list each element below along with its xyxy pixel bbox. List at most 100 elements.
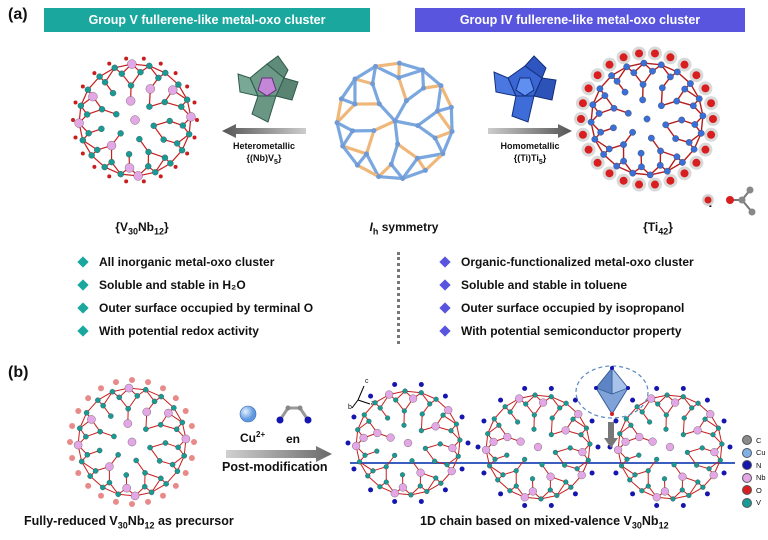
cluster-atom: [614, 445, 623, 454]
homometallic-label: Homometallic {(Ti)Ti5}: [488, 140, 572, 169]
cluster-atom: [97, 428, 103, 435]
cage-edge: [370, 82, 381, 106]
cluster-atom: [515, 394, 524, 403]
cluster-atom: [145, 84, 155, 94]
cluster-atom: [647, 394, 656, 403]
cage-edge: [396, 142, 420, 160]
cluster-atom: [94, 146, 101, 154]
cluster-atom: [424, 488, 430, 495]
cage-vertex: [395, 141, 401, 147]
cluster-atom: [173, 140, 181, 147]
terminal-atom: [107, 61, 112, 66]
cluster-atom: [706, 410, 715, 419]
cluster-bond: [97, 391, 113, 401]
cluster-atom: [485, 431, 491, 437]
cluster-atom: [95, 397, 101, 403]
terminal-atom: [578, 130, 587, 139]
cluster-atom: [408, 492, 414, 498]
group-iv-feature: With potential semiconductor property: [438, 319, 694, 342]
atom-legend: C Cu N Nb O V: [742, 434, 766, 509]
cluster-atom: [673, 153, 681, 161]
cluster-atom: [709, 471, 718, 480]
cage-edge: [421, 83, 443, 90]
terminal-atom: [498, 397, 504, 403]
terminal-atom: [160, 385, 166, 392]
cluster-bond: [457, 440, 461, 457]
cluster-atom: [123, 472, 130, 478]
cluster-atom: [117, 171, 124, 178]
cluster-atom: [601, 92, 609, 99]
cluster-atom: [686, 492, 692, 499]
terminal-atom: [704, 491, 710, 497]
terminal-atom: [141, 179, 146, 184]
cluster-atom: [710, 432, 716, 438]
cluster-atom: [585, 457, 591, 463]
cluster-atom: [658, 102, 665, 110]
terminal-atom: [666, 176, 675, 185]
crystal-axes-icon: [351, 385, 371, 409]
terminal-atom: [630, 491, 636, 497]
cluster-atom: [158, 393, 164, 400]
cluster-atom: [548, 432, 554, 438]
terminal-atom: [71, 118, 75, 122]
terminal-atom: [158, 174, 163, 179]
cluster-atom: [699, 112, 707, 120]
cage-edge: [449, 105, 454, 134]
cluster-bond: [629, 479, 643, 492]
cage-vertex: [396, 75, 402, 81]
cluster-atom: [100, 484, 106, 491]
cluster-atom: [383, 479, 389, 485]
cluster-atom: [444, 406, 453, 415]
cage-edge: [441, 129, 454, 156]
diamond-bullet-icon: [77, 255, 89, 268]
terminal-atom: [459, 414, 465, 420]
cluster-atom: [673, 68, 681, 76]
cage-vertex: [420, 85, 426, 91]
cluster-atom: [643, 115, 651, 123]
cage-edge: [416, 124, 437, 140]
cluster-atom: [600, 151, 607, 158]
group-v-feature: Outer surface occupied by terminal O: [76, 296, 313, 319]
cage-edge: [393, 119, 400, 146]
cluster-atom: [628, 422, 634, 428]
cluster-atom: [538, 496, 544, 502]
cluster-atom: [146, 103, 153, 110]
cluster-bond: [442, 414, 457, 425]
cluster-atom: [145, 163, 152, 170]
cluster-atom: [635, 432, 644, 442]
cage-edge: [393, 119, 420, 128]
cluster-atom: [671, 398, 680, 407]
terminal-atom: [368, 393, 374, 399]
cluster-bond: [367, 475, 381, 488]
cluster-atom: [175, 81, 182, 88]
cluster-atom: [596, 85, 604, 93]
cage-edge: [341, 129, 355, 148]
terminal-atom: [129, 501, 135, 507]
cluster-atom: [638, 163, 645, 171]
cage-vertex: [448, 104, 454, 110]
cage-edge: [364, 152, 381, 179]
group-iv-banner: Group IV fullerene-like metal-oxo cluste…: [415, 8, 745, 32]
cluster-atom: [680, 432, 686, 438]
cluster-atom: [409, 394, 418, 403]
cluster-atom: [178, 103, 185, 110]
cluster-atom: [663, 167, 671, 175]
cluster-atom: [352, 441, 361, 450]
cage-vertex: [388, 161, 394, 167]
cluster-atom: [419, 411, 425, 417]
terminal-atom: [92, 164, 97, 169]
cluster-atom: [520, 493, 529, 502]
cluster-atom: [656, 161, 664, 169]
terminal-atom: [548, 502, 554, 508]
cluster-bond: [686, 452, 698, 466]
cluster-atom: [109, 89, 117, 97]
cage-vertex: [403, 98, 409, 104]
cluster-atom: [152, 169, 159, 176]
terminal-atom: [522, 386, 528, 392]
terminal-atom: [345, 440, 351, 446]
terminal-atom: [707, 130, 716, 139]
cluster-atom: [385, 415, 391, 421]
cluster-atom: [427, 401, 433, 407]
cluster-atom: [127, 59, 137, 69]
cluster-bond: [424, 448, 436, 462]
